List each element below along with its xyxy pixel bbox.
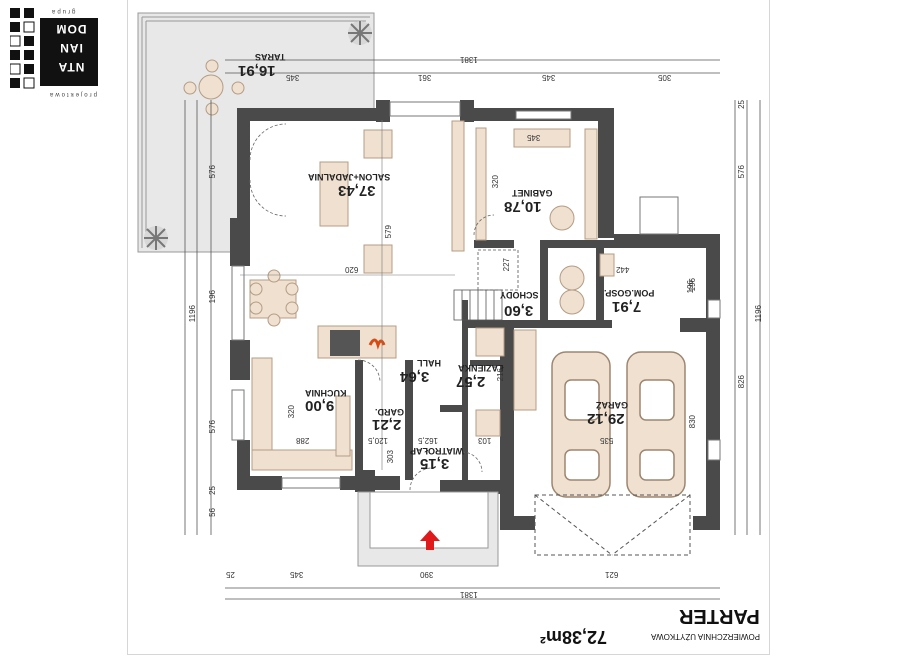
dim-inner-196: 196 [686,280,695,294]
furniture [249,120,615,471]
section-lines [240,120,455,470]
dim-inner-1625: 162,5 [418,436,439,445]
dim-right-d: 25 [737,100,746,109]
dim-inner-535: 535 [600,436,614,445]
room-area-wiatrolap: 3,15 [420,455,450,472]
dim-inner-345: 345 [527,133,541,142]
title-block: PARTER POWIERZCHNIA UŻYTKOWA 72,38m² [540,598,760,656]
dim-inner-620: 620 [345,265,359,274]
room-name-gabinet: GABINET [512,188,553,198]
usable-area-label: POWIERZCHNIA UŻYTKOWA [650,632,760,641]
dim-left-c: 576 [208,420,217,434]
dimension-lines [184,59,761,600]
room-area-garaz: 29,12 [587,410,625,427]
dim-left-e: 56 [208,508,217,517]
dim-top-c: 345 [542,73,556,82]
dim-left-a: 576 [208,165,217,179]
room-area-lazienka: 2,57 [456,373,486,390]
dim-inner-442: 442 [616,265,630,274]
dim-top-b: 361 [418,73,432,82]
room-area-gabinet: 10,78 [504,198,542,215]
room-area-taras: 16,91 [238,62,276,79]
entrance-porch [357,491,499,567]
floor-title: PARTER [679,605,760,627]
dim-right-total: 1196 [754,305,763,323]
dim-top-a: 345 [286,73,300,82]
dim-right-a: 576 [737,165,746,179]
dim-inner-216: 216 [496,368,505,382]
dim-inner-320b: 320 [287,405,296,419]
room-name-garaz: GARAŻ [596,400,628,410]
terrace-table-set [183,59,245,116]
dim-inner-103: 103 [478,436,492,445]
room-name-pom-gosp: POM.GOSP. [604,288,655,298]
dim-left-b: 196 [208,290,217,304]
room-name-taras: TARAS [255,52,286,62]
room-area-hall: 3,64 [400,368,430,385]
dim-top-d: 305 [658,73,672,82]
stairs [453,249,519,321]
dim-left-d: 25 [208,486,217,495]
company-logo: DOM IAN NTA grupa projektowa [10,8,102,97]
dim-bottom-total: 1381 [460,590,478,599]
garage-door [534,494,691,556]
plant-icon [144,21,372,250]
room-area-schody: 3,60 [504,302,534,319]
fireplace-icon [330,330,386,356]
usable-area-value: 72,38m² [540,627,608,647]
room-name-schody: SCHODY [500,290,539,300]
drawing-frame [127,0,770,655]
walls [230,100,720,530]
logo-grid-icon [10,8,98,89]
room-name-salon: SALON+JADALNIA [308,172,391,182]
dim-bottom-c: 390 [420,570,434,579]
dim-bottom-a: 25 [226,570,235,579]
room-area-pom-gosp: 7,91 [612,298,642,315]
dim-inner-1205: 120,5 [368,436,389,445]
door-swings [249,123,495,491]
room-area-kuchnia: 9,00 [305,397,335,414]
dim-bottom-b: 345 [290,570,304,579]
dim-inner-288: 288 [296,436,310,445]
room-area-salon: 37,43 [338,182,376,199]
dim-inner-303: 303 [386,450,395,464]
room-area-gard: 2,21 [372,416,402,433]
dim-inner-320a: 320 [491,175,500,189]
windows [231,101,721,489]
dim-right-c: 826 [737,375,746,389]
dim-inner-830: 830 [688,415,697,429]
cars [551,351,686,498]
dim-left-total: 1196 [188,305,197,323]
dim-inner-579: 579 [384,225,393,239]
dim-inner-227: 227 [502,258,511,272]
dim-top-total: 1381 [460,55,478,64]
room-name-hall: HALL [417,358,441,368]
entry-arrow-icon [420,530,440,550]
dim-bottom-d: 621 [605,570,619,579]
